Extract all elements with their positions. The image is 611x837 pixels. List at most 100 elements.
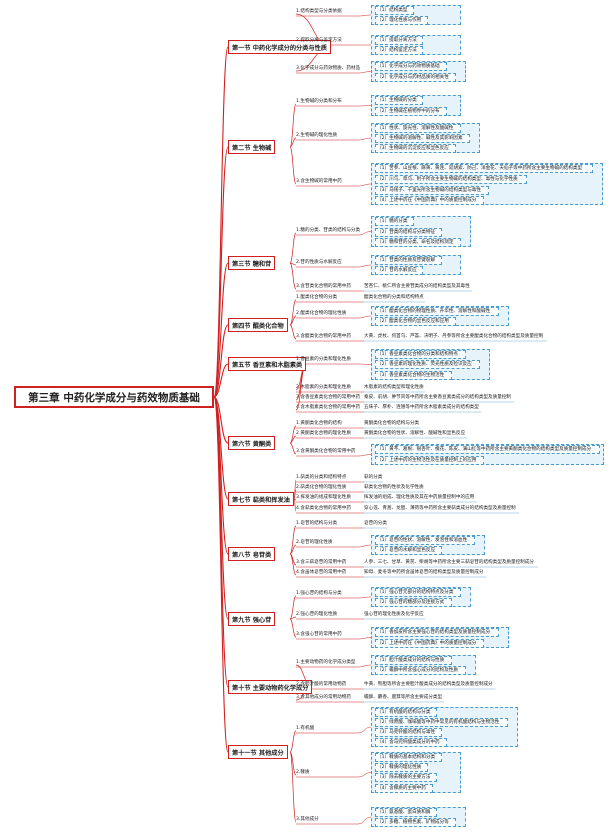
detail-point[interactable]: （3）生物碱的沉淀反应和显色反应 (377, 145, 449, 151)
root-topic[interactable]: 第三章 中药化学成分与药效物质基础 (14, 386, 214, 408)
detail-point[interactable]: （1）醌类化合物的物理性质、升华性、溶解性和酸碱性 (377, 308, 491, 314)
subtopic-label[interactable]: 3.含生物碱的常用中药 (296, 179, 342, 184)
section-topic-3[interactable]: 第三节 糖和苷 (228, 256, 276, 270)
subtopic-label[interactable]: 2.木脂素的分类和理化性质 (296, 385, 351, 390)
detail-point[interactable]: （1）强心苷元部分的结构特点及分类 (377, 589, 454, 595)
detail-point[interactable]: （2）苷类的结构与分类特征 (377, 229, 436, 235)
subtopic-label[interactable]: 4.含甾体皂苷的常用中药 (296, 570, 347, 575)
subtopic-label[interactable]: 2.萜类化合物的理化性质 (296, 485, 347, 490)
subtopic-label[interactable]: 4.含萜类化合物的常用中药 (296, 506, 351, 511)
detail-point[interactable]: （1）生物碱的分类 (377, 97, 417, 103)
detail-text[interactable]: 黄酮类化合物的性状、溶解性、酸碱性和显色反应 (364, 431, 466, 436)
subtopic-label[interactable]: 1.皂苷的结构与分类 (296, 521, 338, 526)
detail-point[interactable]: （1）提取分离方法 (377, 37, 417, 43)
section-topic-6[interactable]: 第六节 黄酮类 (228, 436, 276, 450)
detail-point[interactable]: （3）除去鞣质的主要方法 (377, 774, 431, 780)
detail-point[interactable]: （2）结构鉴定方法 (377, 47, 417, 53)
detail-point[interactable]: （2）强心苷的糖部分及连接方式 (377, 599, 445, 605)
detail-point[interactable]: （4）含马兜铃酸类成分的中药 (377, 739, 440, 745)
detail-text[interactable]: 强心苷的理化性质及化学反应 (364, 612, 424, 617)
detail-point[interactable]: （2）绿原酸、咖啡酸等中药中常见的有机酸结构与生物活性 (377, 719, 500, 725)
subtopic-label[interactable]: 2.黄酮类化合物的理化性质 (296, 431, 351, 436)
detail-point[interactable]: （1）有机酸的结构与分类 (377, 709, 431, 715)
detail-text[interactable]: 五味子、厚朴、连翘等中药所含木脂素类成分的结构类型 (364, 405, 479, 410)
subtopic-label[interactable]: 2.醌类化合物的理化性质 (296, 311, 347, 316)
subtopic-label[interactable]: 1.萜类的分类和结构特点 (296, 475, 347, 480)
section-topic-5[interactable]: 第五节 香豆素和木脂素类 (228, 357, 307, 371)
subtopic-label[interactable]: 3.含香豆素类化合物的常用中药 (296, 395, 360, 400)
subtopic-label[interactable]: 1.有机酸 (296, 726, 315, 731)
detail-point[interactable]: （2）生物碱在植物界中的分布 (377, 108, 440, 114)
subtopic-label[interactable]: 3.挥发油的组成和理化性质 (296, 495, 351, 500)
detail-point[interactable]: （1）皂苷的性状、溶解性、发泡性和溶血性 (377, 537, 468, 543)
subtopic-label[interactable]: 3.其他成分 (296, 817, 319, 822)
detail-point[interactable]: （2）化学成分与药材品质的相关性 (377, 74, 449, 80)
detail-point[interactable]: （1）氨基酸、蛋白质和酶 (377, 809, 431, 815)
subtopic-label[interactable]: 4.含木脂素类化合物的常用中药 (296, 405, 360, 410)
subtopic-label[interactable]: 3.含其他成分的常用动物药 (296, 695, 351, 700)
detail-text[interactable]: 秦皮、前胡、肿节风等中药所含主要香豆素类成分的结构类型及质量控制 (364, 395, 512, 400)
detail-text[interactable]: 蟾酥、麝香、鹿茸等所含主要成分类型 (364, 695, 443, 700)
detail-point[interactable]: （2）生物碱的溶解性、碱性及其影响因素 (377, 135, 463, 141)
detail-point[interactable]: （2）上述中药在《中国药典》中的质量控制成分 (377, 640, 477, 646)
detail-point[interactable]: （2）上述中药的生物活性及在质量控制上的应用 (377, 457, 477, 463)
section-topic-10[interactable]: 第十节 主要动物药化学成分 (228, 680, 313, 694)
detail-text[interactable]: 苦杏仁、桃仁所含主要苷类成分的结构类型及其毒性 (364, 284, 470, 289)
subtopic-label[interactable]: 2.鞣质 (296, 770, 310, 775)
section-topic-11[interactable]: 第十一节 其他成分 (228, 745, 288, 759)
detail-point[interactable]: （3）香豆素类化合物的生物活性 (377, 372, 445, 378)
subtopic-label[interactable]: 3.含三萜皂苷的常用中药 (296, 560, 347, 565)
subtopic-label[interactable]: 1.结构类型与分类依据 (296, 9, 342, 14)
subtopic-label[interactable]: 1.黄酮类化合物的结构 (296, 421, 342, 426)
subtopic-label[interactable]: 3.含黄酮类化合物的常用中药 (296, 449, 356, 454)
detail-point[interactable]: （2）理化性质与作用 (377, 17, 422, 23)
detail-point[interactable]: （1）苷类的性质及苷键裂解 (377, 257, 436, 263)
subtopic-label[interactable]: 1.强心苷的结构与分类 (296, 591, 342, 596)
detail-point[interactable]: （2）香豆素的理化性质、荧光性质及检识反应 (377, 361, 472, 367)
detail-point[interactable]: （2）醌类化合物的显色反应和应用 (377, 318, 449, 324)
detail-point[interactable]: （2）鞣质的理化性质 (377, 764, 422, 770)
subtopic-label[interactable]: 2.皂苷的理化性质 (296, 540, 333, 545)
section-topic-9[interactable]: 第九节 强心苷 (228, 612, 276, 626)
detail-point[interactable]: （1）鞣质的基本结构和分类 (377, 754, 436, 760)
detail-point[interactable]: （2）川乌、草乌、附子所含主要生物碱的结构类型、毒性与化学性质 (377, 176, 518, 182)
subtopic-label[interactable]: 2.生物碱的理化性质 (296, 133, 338, 138)
subtopic-label[interactable]: 3.含醌类化合物的常用中药 (296, 334, 351, 339)
section-topic-8[interactable]: 第八节 皂苷类 (228, 547, 276, 561)
detail-text[interactable]: 木脂素的结构类型和理化性质 (364, 385, 424, 390)
detail-text[interactable]: 皂苷的分类 (364, 521, 387, 526)
subtopic-label[interactable]: 2.强心苷的理化性质 (296, 612, 338, 617)
detail-text[interactable]: 人参、三七、甘草、黄芪、柴胡等中药所含主要三萜皂苷的结构类型及质量控制成分 (364, 560, 534, 565)
section-topic-2[interactable]: 第二节 生物碱 (228, 140, 276, 154)
detail-point[interactable]: （1）性状、旋光性、溶解性及酸碱性 (377, 125, 454, 131)
subtopic-label[interactable]: 1.糖的分类、苷类的结构与分类 (296, 228, 360, 233)
subtopic-label[interactable]: 2.提取分离与鉴定方法 (296, 38, 342, 43)
detail-point[interactable]: （4）含鞣质的主要中药 (377, 785, 426, 791)
detail-point[interactable]: （1）香豆素类化合物的分类和结构特点 (377, 351, 459, 357)
detail-point[interactable]: （1）胆汁酸类成分的结构与性质 (377, 657, 445, 663)
detail-point[interactable]: （3）马兜铃酸的结构与毒性 (377, 729, 436, 735)
subtopic-label[interactable]: 1.生物碱的分类和分布 (296, 99, 342, 104)
detail-text[interactable]: 知母、麦冬等中药所含甾体皂苷的结构类型及质量控制成分 (364, 570, 484, 575)
detail-text[interactable]: 萜的分类 (364, 475, 383, 480)
detail-point[interactable]: （2）皂苷的水解和显色反应 (377, 547, 436, 553)
subtopic-label[interactable]: 1.香豆素的分类和理化性质 (296, 357, 351, 362)
detail-point[interactable]: （1）苦参、山豆根、麻黄、黄连、延胡索、防己、洋金花、天仙子等中药所含主要生物碱… (377, 165, 583, 171)
subtopic-label[interactable]: 1.主要动物药的化学成分类型 (296, 660, 356, 665)
section-topic-1[interactable]: 第一节 中药化学成分的分类与性质 (228, 40, 331, 54)
detail-text[interactable]: 醌类化合物的分类和结构特点 (364, 295, 424, 300)
subtopic-label[interactable]: 2.苷的性质与水解反应 (296, 260, 342, 265)
detail-text[interactable]: 牛黄、熊胆等所含主要胆汁酸类成分的结构类型及质量控制成分 (364, 682, 493, 687)
detail-point[interactable]: （1）结构类型 (377, 7, 408, 13)
detail-point[interactable]: （4）上述中药在《中国药典》中的质量控制成分 (377, 197, 477, 203)
detail-text[interactable]: 穿心莲、青蒿、龙胆、薄荷等中药所含主要萜类成分的结构类型及质量控制 (364, 506, 516, 511)
section-topic-7[interactable]: 第七节 萜类和挥发油 (228, 492, 294, 506)
subtopic-label[interactable]: 3.化学成分与药效物质、药材品质的关系 (296, 66, 360, 71)
subtopic-label[interactable]: 2.含胆汁酸的常用动物药 (296, 682, 347, 687)
detail-point[interactable]: （1）糖的分类 (377, 218, 408, 224)
detail-point[interactable]: （3）马钱子、千里光所含生物碱的结构类型与毒性 (377, 187, 481, 193)
detail-point[interactable]: （1）黄芩、葛根、银杏叶、槐花、陈皮、满山红等中药所含主要黄酮类化合物的结构类型… (377, 446, 592, 452)
subtopic-label[interactable]: 1.醌类化合物的分类 (296, 295, 338, 300)
detail-text[interactable]: 萜类化合物的性状及化学性质 (364, 485, 424, 490)
detail-point[interactable]: （1）香加皮所含主要强心苷的结构类型及质量控制成分 (377, 629, 491, 635)
